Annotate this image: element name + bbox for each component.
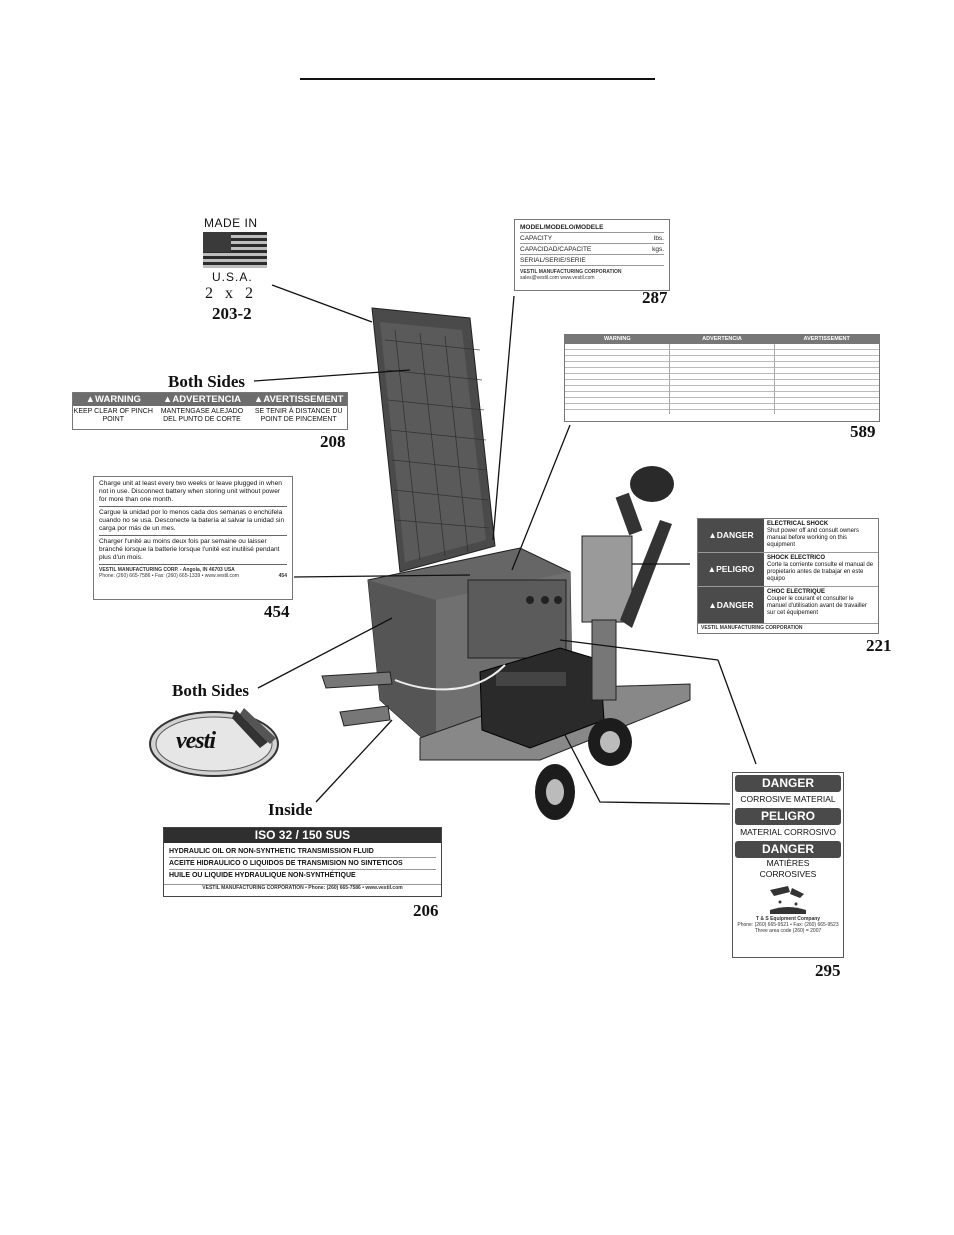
label-number-206: 206 <box>413 901 439 920</box>
title-underline <box>300 78 655 80</box>
vestil-logo-icon <box>149 708 279 777</box>
label-number-208: 208 <box>320 432 346 451</box>
corrosive-footer3: Three area code (260) = 2007 <box>754 928 822 934</box>
callout-both-sides-upper: Both Sides <box>168 372 245 391</box>
electrical-shock-label: ▲DANGER ELECTRICAL SHOCK Shut power off … <box>697 518 879 634</box>
label-number-203-2: 203-2 <box>212 304 252 323</box>
corrosive-label: DANGER CORROSIVE MATERIAL PELIGRO MATERI… <box>732 772 844 958</box>
label-number-221: 221 <box>866 636 892 655</box>
label-number-287: 287 <box>642 288 668 307</box>
pinch-point-cells: KEEP CLEAR OF PINCH POINT MANTENGASE ALE… <box>73 408 343 423</box>
warning-589-body <box>565 344 879 414</box>
usa-text: U.S.A. <box>212 270 253 284</box>
charge-footer1: VESTIL MANUFACTURING CORP. - Angola, IN … <box>99 567 235 573</box>
warning-589-label: WARNING ADVERTENCIA AVERTISSEMENT <box>564 334 880 422</box>
model-row: MODEL/MODELO/MODELE <box>520 224 664 233</box>
corrosive-tag-danger: DANGER <box>735 775 841 792</box>
charge-text-fr: Charger l'unité au moins deux fois par s… <box>99 538 287 565</box>
charge-text-en: Charge unit at least every two weeks or … <box>99 480 287 507</box>
us-flag-icon <box>203 232 267 268</box>
corrosive-text-en: CORROSIVE MATERIAL <box>740 794 836 804</box>
corrosive-footer1: T & S Equipment Company <box>755 916 821 922</box>
label-number-589: 589 <box>850 422 876 441</box>
serial-row: SERIAL/SERIE/SERIE <box>520 257 664 266</box>
shock-footer: VESTIL MANUFACTURING CORPORATION <box>698 623 878 632</box>
pinch-point-label: ▲WARNING ▲ADVERTENCIA ▲AVERTISSEMENT KEE… <box>72 392 348 430</box>
shock-tag-peligro: ▲PELIGRO <box>698 553 764 586</box>
shock-row-3: ▲DANGER CHOC ELECTRIQUE Couper le couran… <box>698 587 878 623</box>
vestil-logo-text: vesti <box>176 728 216 754</box>
label-number-295: 295 <box>815 961 841 980</box>
corrosive-tag-peligro: PELIGRO <box>735 808 841 825</box>
hydraulic-line-en: HYDRAULIC OIL OR NON-SYNTHETIC TRANSMISS… <box>169 846 436 858</box>
corrosive-text-es: MATERIAL CORROSIVO <box>740 827 836 837</box>
model-plate-footer2: sales@vestil.com www.vestil.com <box>520 275 595 281</box>
battery-charge-label: Charge unit at least every two weeks or … <box>93 476 293 600</box>
corrosive-tag-danger-fr: DANGER <box>735 841 841 858</box>
charge-text-es: Cargue la unidad por lo menos cada dos s… <box>99 509 287 536</box>
hydraulic-footer: VESTIL MANUFACTURING CORPORATION • Phone… <box>164 884 441 891</box>
label-number-454: 454 <box>264 602 290 621</box>
charge-footer2: Phone: (260) 665-7586 • Fax: (260) 665-1… <box>99 573 287 579</box>
pinch-point-headers: ▲WARNING ▲ADVERTENCIA ▲AVERTISSEMENT <box>73 393 347 406</box>
callout-both-sides-lower: Both Sides <box>172 681 249 700</box>
corrosive-footer2: Phone: (260) 665-9521 • Fax: (260) 665-9… <box>737 922 839 928</box>
machine-illustration <box>321 307 691 820</box>
made-in-text: MADE IN <box>204 216 258 230</box>
corrosive-hazard-icon <box>766 884 810 916</box>
shock-row-2: ▲PELIGRO SHOCK ELECTRICO Corte la corrie… <box>698 553 878 587</box>
leader-lines <box>253 284 757 805</box>
warning-589-headers: WARNING ADVERTENCIA AVERTISSEMENT <box>565 335 879 344</box>
shock-row-1: ▲DANGER ELECTRICAL SHOCK Shut power off … <box>698 519 878 553</box>
hydraulic-fluid-label: ISO 32 / 150 SUS HYDRAULIC OIL OR NON-SY… <box>163 827 442 897</box>
model-plate-footer1: VESTIL MANUFACTURING CORPORATION <box>520 269 622 275</box>
callout-inside: Inside <box>268 800 313 819</box>
vestil-logo: vesti <box>148 702 288 782</box>
hydraulic-line-es: ACEITE HIDRAULICO O LIQUIDOS DE TRANSMIS… <box>169 858 436 870</box>
hydraulic-title: ISO 32 / 150 SUS <box>164 828 441 843</box>
hydraulic-line-fr: HUILE OU LIQUIDE HYDRAULIQUE NON-SYNTHÉT… <box>169 872 356 879</box>
corrosive-text-fr: MATIÈRES CORROSIVES <box>759 858 817 879</box>
made-in-usa-label: MADE IN U.S.A. <box>198 214 270 286</box>
shock-tag-danger-fr: ▲DANGER <box>698 587 764 623</box>
label-size-203: 2 x 2 <box>205 285 257 302</box>
shock-tag-danger: ▲DANGER <box>698 519 764 552</box>
